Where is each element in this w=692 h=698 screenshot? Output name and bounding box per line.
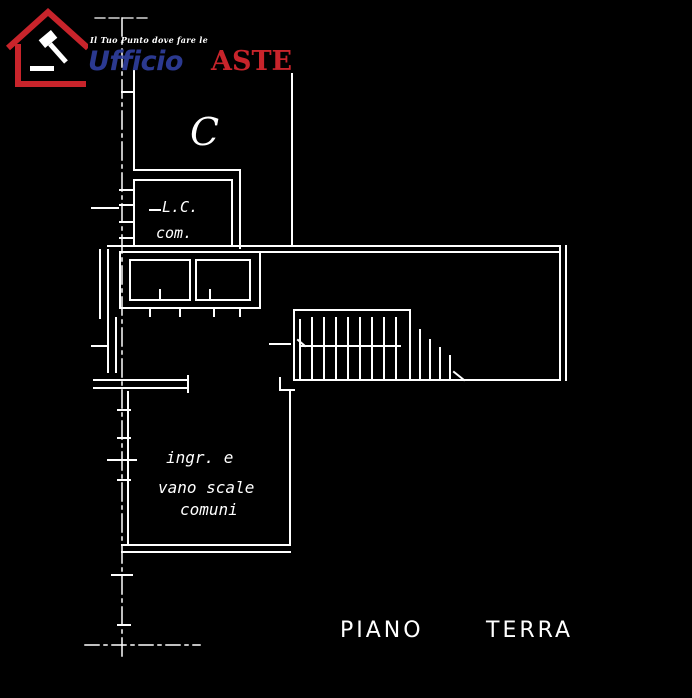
ufficio-aste-logo: Il Tuo Punto dove fare le Ufficio ASTE: [4, 4, 314, 90]
room-lc-label-line1: L.C.: [162, 198, 199, 216]
logo-brand-aste: ASTE: [211, 46, 293, 77]
room-c-walls: [121, 69, 293, 249]
room-c-label: C: [190, 110, 220, 154]
room-lc-label-line2: com.: [156, 224, 193, 242]
room-ingresso-label-line1: ingr. e: [166, 448, 234, 467]
floor-title-word2: TERRA: [486, 618, 574, 643]
central-wall: [107, 245, 567, 381]
landing-walls: [91, 317, 189, 393]
room-lc-walls: [91, 179, 233, 247]
room-ingresso-label-line3: comuni: [180, 500, 238, 519]
floor-title-word1: PIANO: [340, 618, 424, 643]
right-wing-bottom: [279, 377, 561, 546]
room-ingresso-walls: [107, 391, 291, 626]
logo-brand-ufficio: Ufficio: [88, 46, 183, 77]
staircase: [269, 309, 466, 382]
logo-tagline: Il Tuo Punto dove fare le: [90, 35, 208, 45]
room-ingresso-label-line2: vano scale: [158, 478, 255, 497]
house-gavel-icon: [5, 7, 88, 87]
lift-block: [99, 249, 261, 319]
